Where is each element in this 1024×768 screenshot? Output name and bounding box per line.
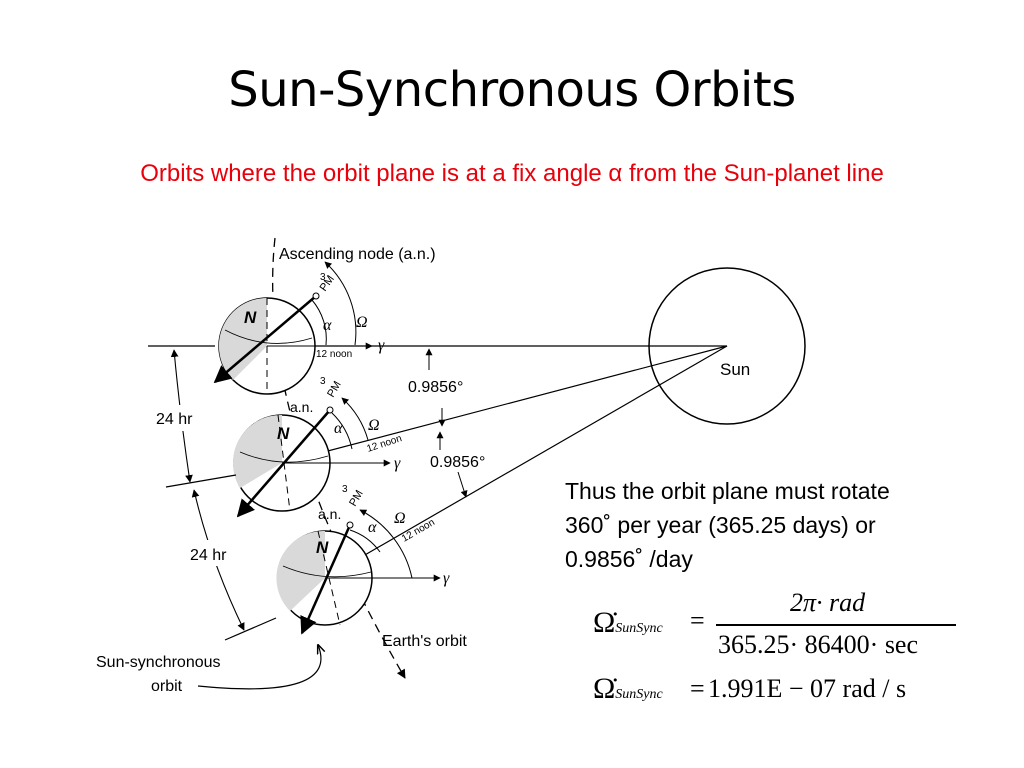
explanation-line-1: Thus the orbit plane must rotate — [565, 478, 890, 504]
sun-line-3 — [324, 345, 728, 579]
sso-pointer-arrow — [197, 645, 321, 690]
fraction-bar — [716, 624, 956, 626]
omega-dot-symbol-2: Ω̇ — [593, 672, 616, 705]
angle-label-2: 0.9856° — [430, 454, 485, 471]
bracket-bottom-line — [224, 617, 277, 641]
equation-numerator: 2π· rad — [790, 588, 866, 617]
alpha-label-1: α — [323, 317, 332, 334]
slide-subtitle: Orbits where the orbit plane is at a fix… — [140, 160, 884, 187]
omega-label-1: Ω — [356, 314, 368, 331]
omega-label-2: Ω — [368, 417, 380, 434]
earth-1 — [213, 261, 373, 395]
angle-label-1: 0.9856° — [408, 379, 463, 396]
gamma-label-2: γ — [394, 455, 401, 472]
earth-2 — [232, 397, 391, 518]
equation-result: 1.991E − 07 rad / s — [708, 674, 907, 703]
gamma-label-3: γ — [443, 570, 450, 587]
slide-title: Sun-Synchronous Orbits — [228, 62, 796, 118]
gamma-label-1: γ — [378, 337, 385, 354]
north-label-2: N — [277, 424, 290, 443]
three-label-2: 3 — [320, 376, 326, 387]
equals-sign-1: = — [690, 606, 705, 635]
an-label-3: a.n. — [318, 506, 341, 522]
equation-2-lhs: Ω̇SunSync — [593, 672, 663, 706]
bracket-mid-line — [165, 474, 237, 488]
subscript-1: SunSync — [615, 621, 663, 636]
sso-label-line-2: orbit — [151, 678, 183, 695]
alpha-label-3: α — [368, 519, 377, 536]
subscript-2: SunSync — [615, 687, 663, 702]
period-label-2: 24 hr — [190, 547, 227, 564]
sso-label-line-1: Sun-synchronous — [96, 654, 221, 671]
angle-marker-3-arrow — [457, 471, 468, 498]
omega-label-3: Ω — [394, 510, 406, 527]
explanation-line-3: 0.9856˚ /day — [565, 546, 693, 572]
ascending-node-label: Ascending node (a.n.) — [279, 246, 436, 263]
equation-1-lhs: Ω̇SunSync — [593, 606, 663, 640]
explanation-text: Thus the orbit plane must rotate 360˚ pe… — [565, 474, 985, 576]
sun-line-2 — [281, 345, 728, 464]
earths-orbit-label: Earth's orbit — [382, 633, 467, 650]
three-label-1: 3 — [320, 272, 326, 283]
pm-label-3: PM — [347, 488, 366, 508]
noon-label-1: 12 noon — [316, 349, 352, 360]
equation-denominator: 365.25· 86400· sec — [718, 630, 919, 659]
an-label-2: a.n. — [290, 399, 313, 415]
pm-label-2: PM — [325, 379, 344, 399]
period-label-1: 24 hr — [156, 411, 193, 428]
earth-3 — [276, 509, 441, 635]
north-label-3: N — [316, 538, 329, 557]
omega-dot-symbol-1: Ω̇ — [593, 606, 616, 639]
sun-label: Sun — [720, 360, 750, 379]
alpha-label-2: α — [334, 420, 343, 437]
equals-sign-2: = — [690, 674, 705, 703]
north-label-1: N — [244, 308, 257, 327]
explanation-line-2: 360˚ per year (365.25 days) or — [565, 512, 876, 538]
three-label-3: 3 — [342, 484, 348, 495]
